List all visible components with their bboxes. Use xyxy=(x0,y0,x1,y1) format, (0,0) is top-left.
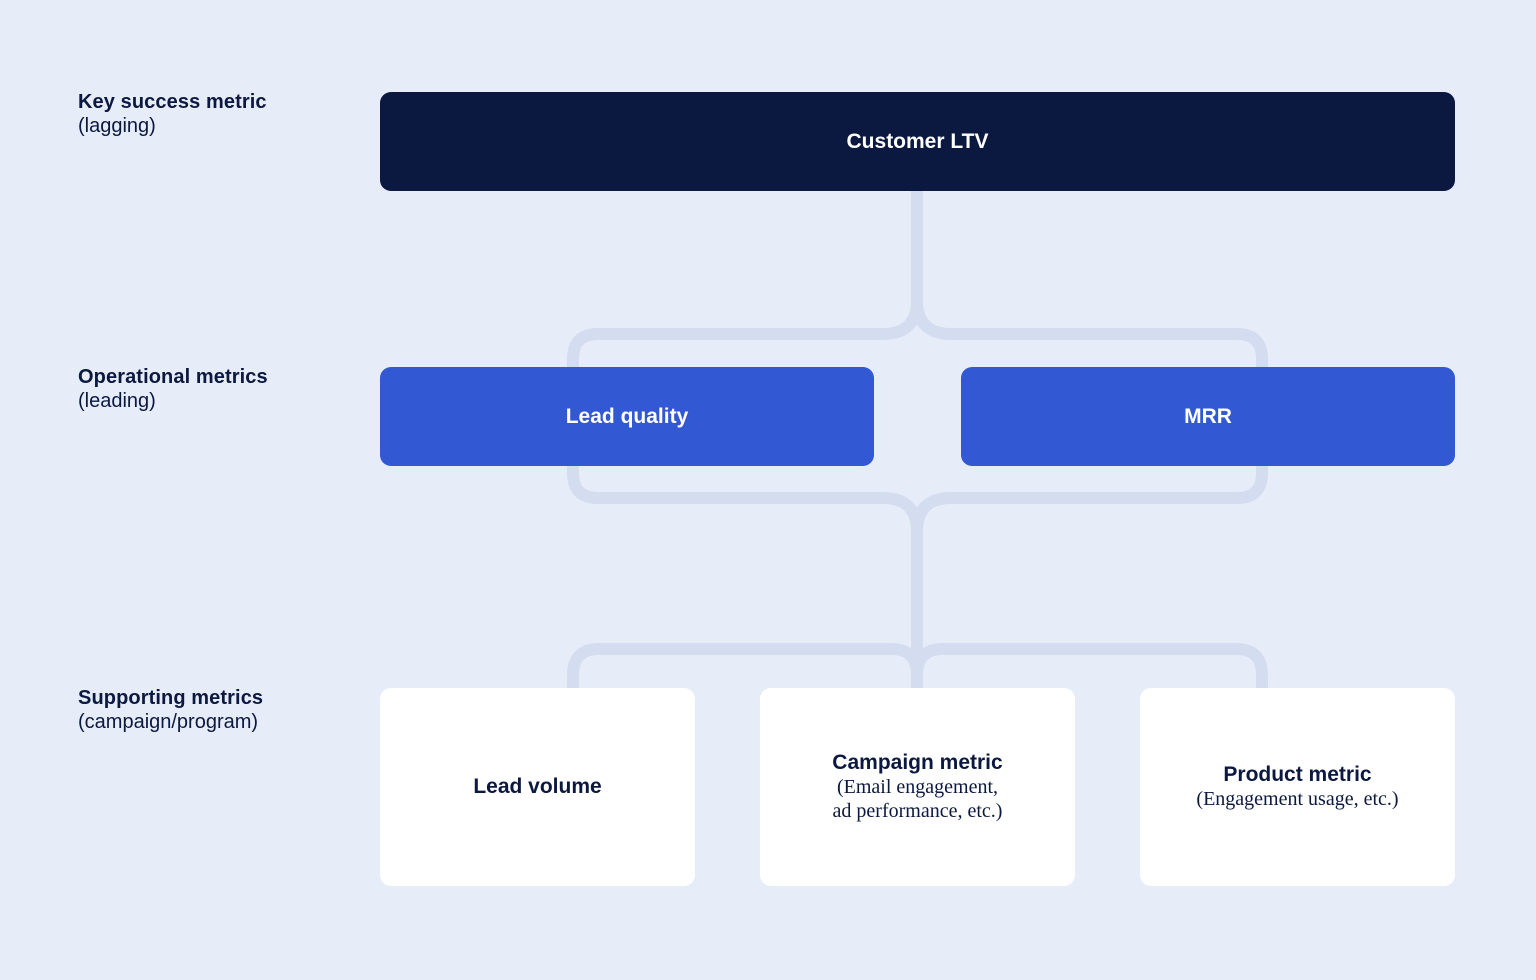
node-mrr: MRR xyxy=(961,367,1455,466)
level-subtitle: (lagging) xyxy=(78,115,156,137)
connector-supporting-left xyxy=(567,643,923,688)
level-label-supporting: Supporting metrics (campaign/program) xyxy=(78,686,263,734)
level-label-operational: Operational metrics (leading) xyxy=(78,365,268,413)
level-subtitle: (leading) xyxy=(78,390,156,412)
level-subtitle: (campaign/program) xyxy=(78,711,259,733)
node-title: Customer LTV xyxy=(846,129,989,153)
level-title: Supporting metrics xyxy=(78,687,264,709)
node-customer-ltv: Customer LTV xyxy=(380,92,1455,191)
connector-ltv-right-branch xyxy=(911,299,1268,368)
connector-operational-right-merge xyxy=(911,465,1268,533)
node-subtitle: (Engagement usage, etc.) xyxy=(1196,788,1399,810)
node-title: Product metric xyxy=(1223,763,1372,786)
node-title: Lead quality xyxy=(565,404,689,428)
node-title: MRR xyxy=(1184,404,1232,428)
node-subtitle: (Email engagement, ad performance, etc.) xyxy=(832,776,1003,822)
connector-supporting-right xyxy=(911,643,1268,688)
node-campaign-metric: Campaign metric (Email engagement, ad pe… xyxy=(760,688,1075,886)
node-product-metric: Product metric (Engagement usage, etc.) xyxy=(1140,688,1455,886)
level-label-key-success: Key success metric (lagging) xyxy=(78,90,267,138)
node-title: Campaign metric xyxy=(832,751,1003,774)
node-lead-volume: Lead volume xyxy=(380,688,695,886)
connector-ltv-trunk xyxy=(567,190,923,368)
connector-operational-left-merge xyxy=(567,465,923,533)
level-title: Operational metrics xyxy=(78,366,268,388)
level-title: Key success metric xyxy=(78,91,267,113)
node-lead-quality: Lead quality xyxy=(380,367,874,466)
node-title: Lead volume xyxy=(473,775,602,798)
